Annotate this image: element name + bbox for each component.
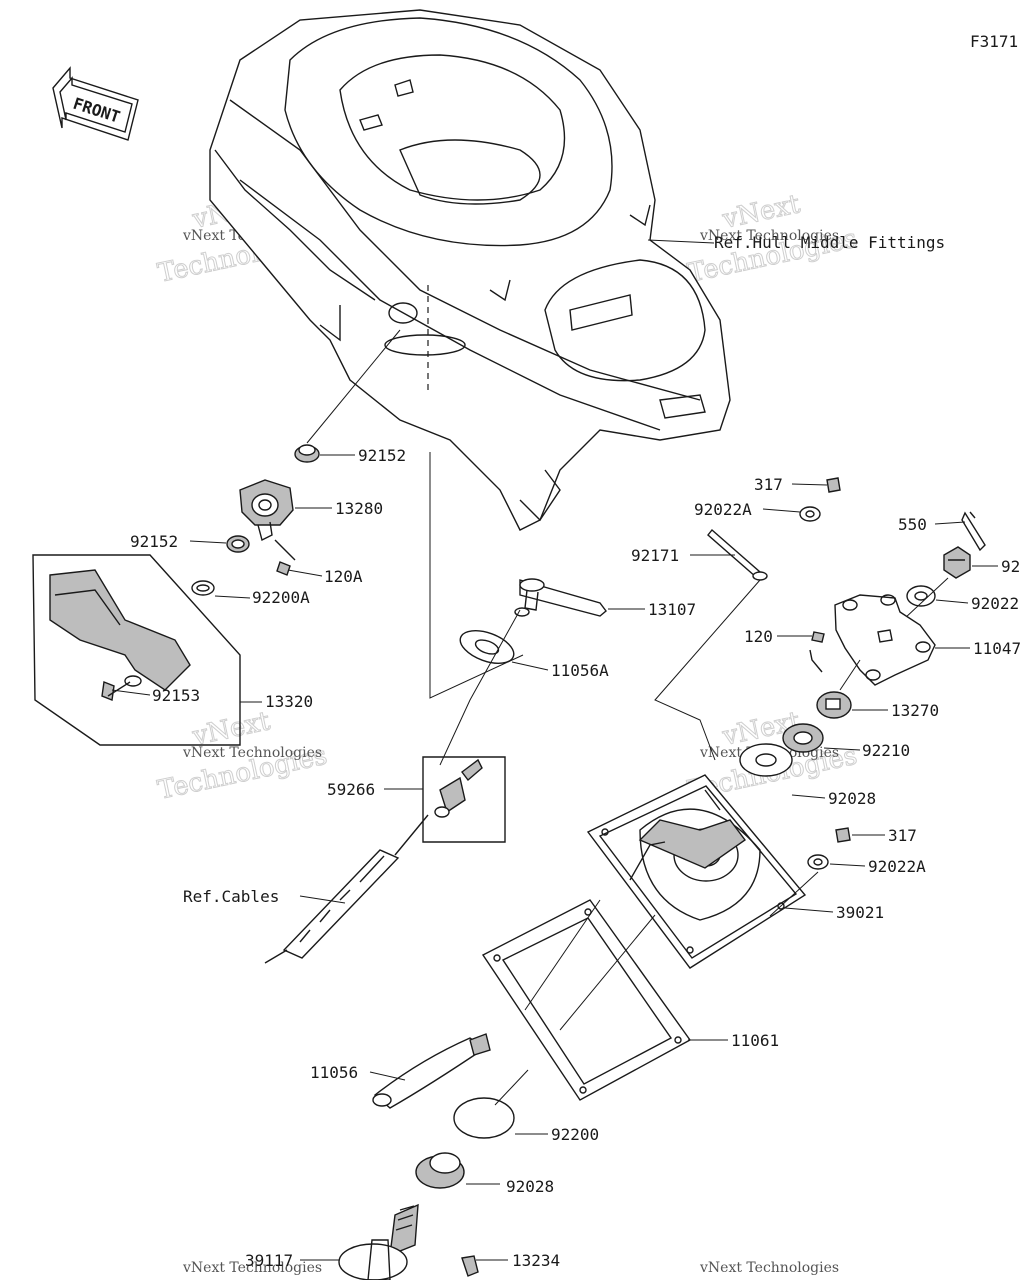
leader-line (829, 863, 866, 867)
disc-13270 (816, 691, 852, 719)
leader-line (511, 661, 549, 671)
castle-nut-92 (943, 546, 971, 579)
part-label-317-top: 317 (754, 475, 783, 494)
part-label-92022A-top: 92022A (694, 500, 752, 519)
leader-line (299, 895, 346, 904)
watermark-small: vNext Technologies (699, 228, 839, 244)
part-label-92028-mid: 92028 (828, 789, 876, 808)
part-label-13320: 13320 (265, 692, 313, 711)
part-label-39117: 39117 (245, 1251, 293, 1270)
watermark-small: vNext Technologies (182, 1260, 322, 1276)
part-label-59266: 59266 (327, 780, 375, 799)
steering-plate-39021 (586, 774, 807, 969)
leader-line (791, 483, 828, 486)
bolt-13234 (461, 1255, 479, 1277)
leader-line (494, 1069, 529, 1106)
leader-line (934, 521, 966, 525)
lever-plate-11047 (834, 594, 936, 686)
part-label-92200: 92200 (551, 1125, 599, 1144)
part-label-92171: 92171 (631, 546, 679, 565)
part-label-550: 550 (898, 515, 927, 534)
part-label-13270: 13270 (891, 701, 939, 720)
leader-line (287, 569, 323, 577)
nut-92210 (782, 723, 824, 753)
part-label-92152-top: 92152 (358, 446, 406, 465)
part-label-11056: 11056 (310, 1063, 358, 1082)
bushing-92028-low (415, 1152, 465, 1189)
steering-shaft-39117 (338, 1203, 419, 1280)
gasket-11056A (459, 630, 515, 664)
leader-line (439, 609, 521, 766)
pin-92171 (707, 528, 768, 581)
part-label-92022A-mid: 92022A (868, 857, 926, 876)
leader-line (784, 907, 834, 913)
leader-line (524, 899, 656, 1031)
watermark-small: vNext Technologies (182, 745, 322, 761)
part-label-92152-left: 92152 (130, 532, 178, 551)
leader-line (654, 579, 761, 761)
grommet-92152-top (294, 444, 320, 463)
part-label-13280: 13280 (335, 499, 383, 518)
assembly-frame-13320 (32, 554, 241, 746)
fitting-59266 (434, 758, 483, 818)
strap-11056 (372, 1033, 491, 1109)
leader-line (762, 508, 801, 513)
washer-92022A-mid (807, 854, 829, 870)
part-label-13107: 13107 (648, 600, 696, 619)
leader-line (111, 689, 151, 696)
nut-317-mid (835, 827, 851, 843)
ref-hull-fittings: Ref.Hull Middle Fittings (714, 233, 945, 252)
leader-line (306, 329, 401, 444)
bushing-92028-mid (739, 743, 793, 777)
figure-code: F3171 (970, 32, 1018, 51)
part-label-120: 120 (744, 627, 773, 646)
watermark-small: vNext Technologies (699, 1260, 839, 1276)
part-label-92200A: 92200A (252, 588, 310, 607)
part-label-317-mid: 317 (888, 826, 917, 845)
washer-92200 (453, 1097, 515, 1139)
leader-line (369, 1071, 406, 1081)
washer-92022-right (906, 585, 936, 607)
part-label-92153: 92153 (152, 686, 200, 705)
leader-line (214, 595, 251, 599)
cable (264, 814, 429, 964)
bolt-120 (809, 631, 825, 673)
part-label-11047: 11047 (973, 639, 1021, 658)
part-label-13234: 13234 (512, 1251, 560, 1270)
leader-line (823, 747, 861, 751)
cover-13320 (49, 569, 191, 691)
leader-line (189, 540, 227, 544)
housing-13280 (239, 479, 294, 542)
leader-line (769, 871, 819, 917)
part-label-120A: 120A (324, 567, 363, 586)
leader-line (935, 599, 969, 604)
grommet-92152-left (226, 535, 250, 553)
bolt-92153 (101, 681, 131, 701)
part-label-39021: 39021 (836, 903, 884, 922)
leader-line (791, 794, 826, 799)
front-arrow-icon: FRONT (52, 66, 139, 141)
part-label-92028-low: 92028 (506, 1177, 554, 1196)
washer-92022A-top (799, 506, 821, 522)
washer-92200A (191, 580, 215, 596)
cotter-pin-550 (961, 511, 986, 552)
ref-cables: Ref.Cables (183, 887, 279, 906)
part-label-92210: 92210 (862, 741, 910, 760)
nut-317-top (826, 477, 841, 493)
fitting-box-59266 (422, 756, 506, 843)
gasket-11061 (481, 899, 692, 1101)
bolt-120A (274, 539, 296, 576)
leader-line (839, 659, 861, 691)
part-label-92-right: 92 (1001, 557, 1020, 576)
part-label-11056A: 11056A (551, 661, 609, 680)
leader-line (647, 239, 715, 244)
bracket-line (429, 452, 524, 699)
part-label-92022-right: 92022 (971, 594, 1019, 613)
part-label-11061: 11061 (731, 1031, 779, 1050)
hull-middle-assembly (209, 9, 731, 531)
bracket-13107 (514, 578, 607, 617)
